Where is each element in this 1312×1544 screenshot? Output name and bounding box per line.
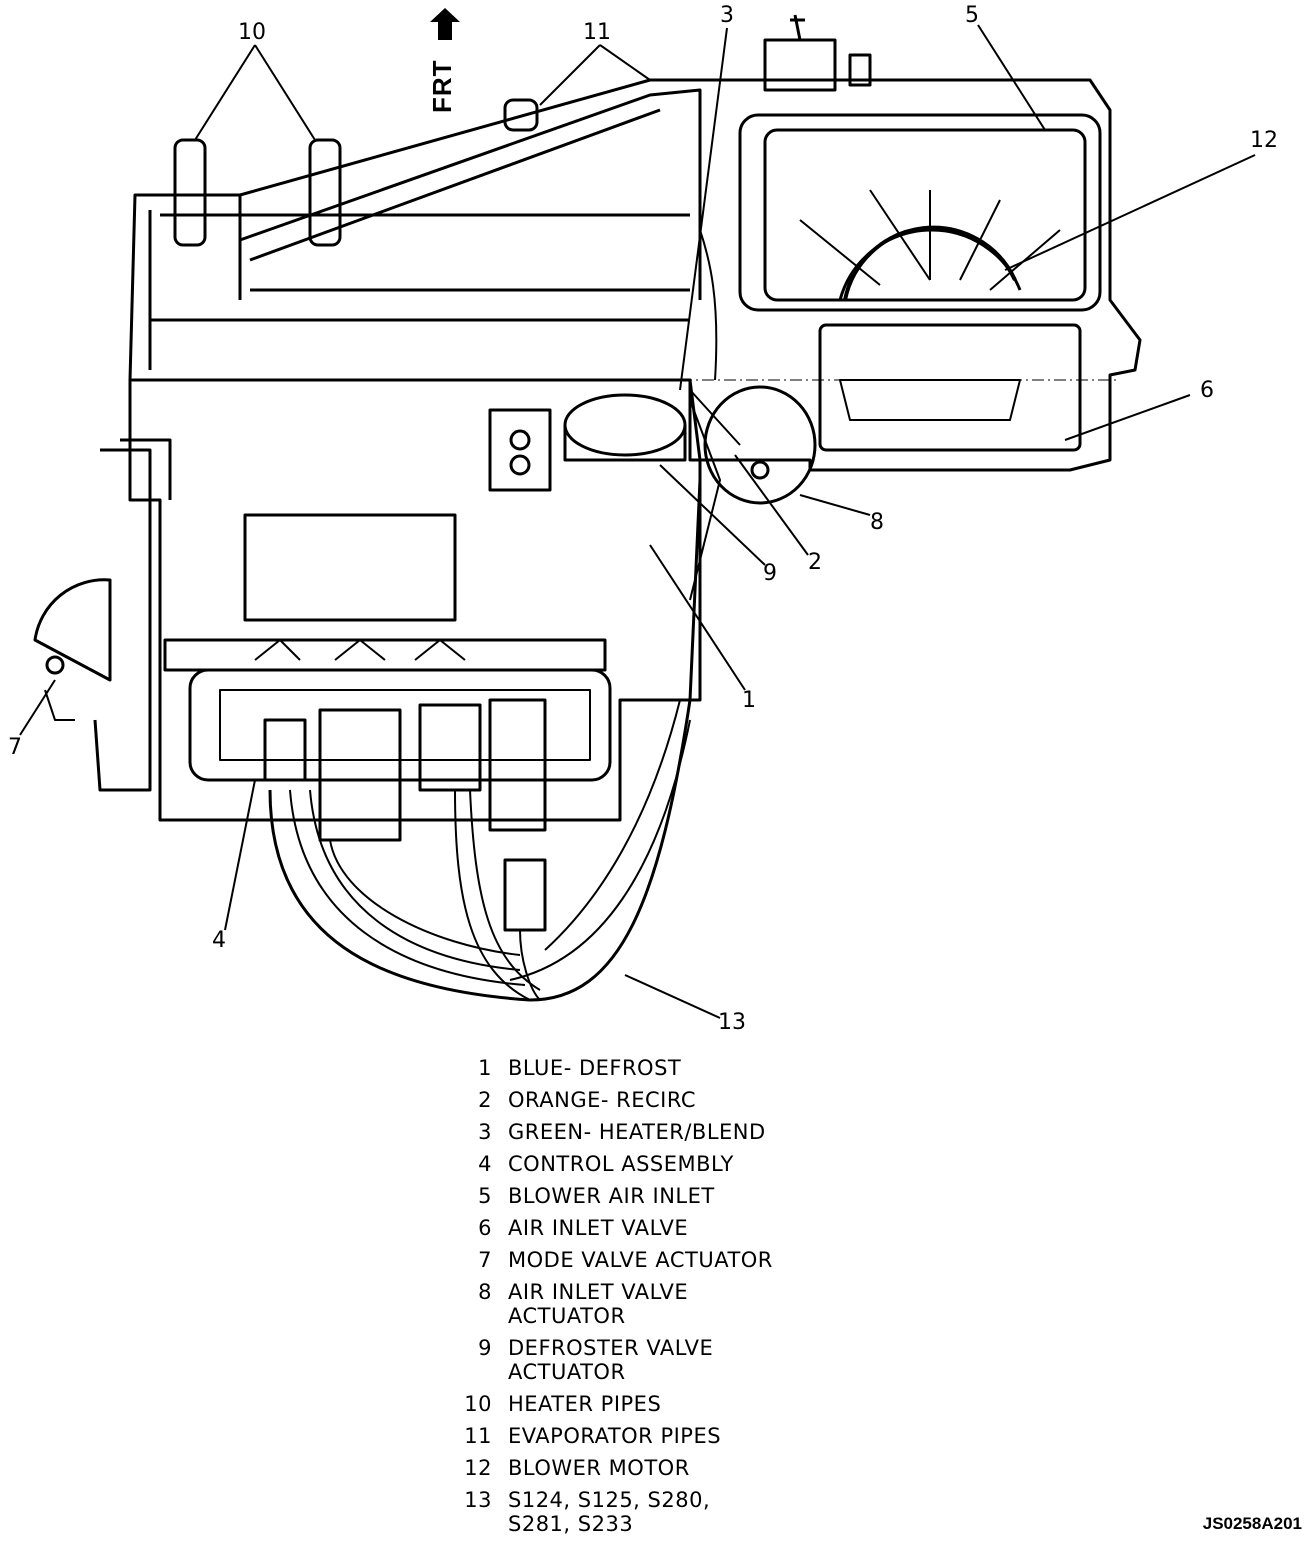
air-inlet-valve-actuator: [703, 385, 817, 505]
callout-4: 4: [212, 928, 226, 953]
callout-2: 2: [808, 550, 822, 575]
harness-bundle: [268, 479, 702, 1002]
callout-3: 3: [720, 3, 734, 28]
callout-12: 12: [1250, 128, 1278, 153]
blower-air-inlet: [738, 113, 1102, 312]
callout-10: 10: [238, 20, 266, 45]
vacuum-tank: [563, 393, 687, 457]
callout-8: 8: [870, 510, 884, 535]
figure-id: JS0258A201: [1202, 1514, 1302, 1533]
callout-11: 11: [583, 20, 611, 45]
heater-pipe-right: [308, 138, 342, 247]
heater-pipe-left: [173, 138, 207, 247]
hvac-module-diagram: [19, 8, 1256, 1019]
callout-5: 5: [965, 3, 979, 28]
lower-case: [128, 379, 702, 822]
blower-motor: [843, 225, 1017, 301]
callout-7: 7: [8, 735, 22, 760]
callout-1: 1: [742, 688, 756, 713]
mode-valve-actuator: [93, 448, 152, 792]
callout-6: 6: [1200, 378, 1214, 403]
front-direction-label: FRT: [427, 59, 457, 113]
callout-9: 9: [763, 561, 777, 586]
callout-13: 13: [718, 1010, 746, 1035]
front-direction-arrow: [430, 8, 460, 40]
heater-case-top: [128, 78, 1142, 472]
